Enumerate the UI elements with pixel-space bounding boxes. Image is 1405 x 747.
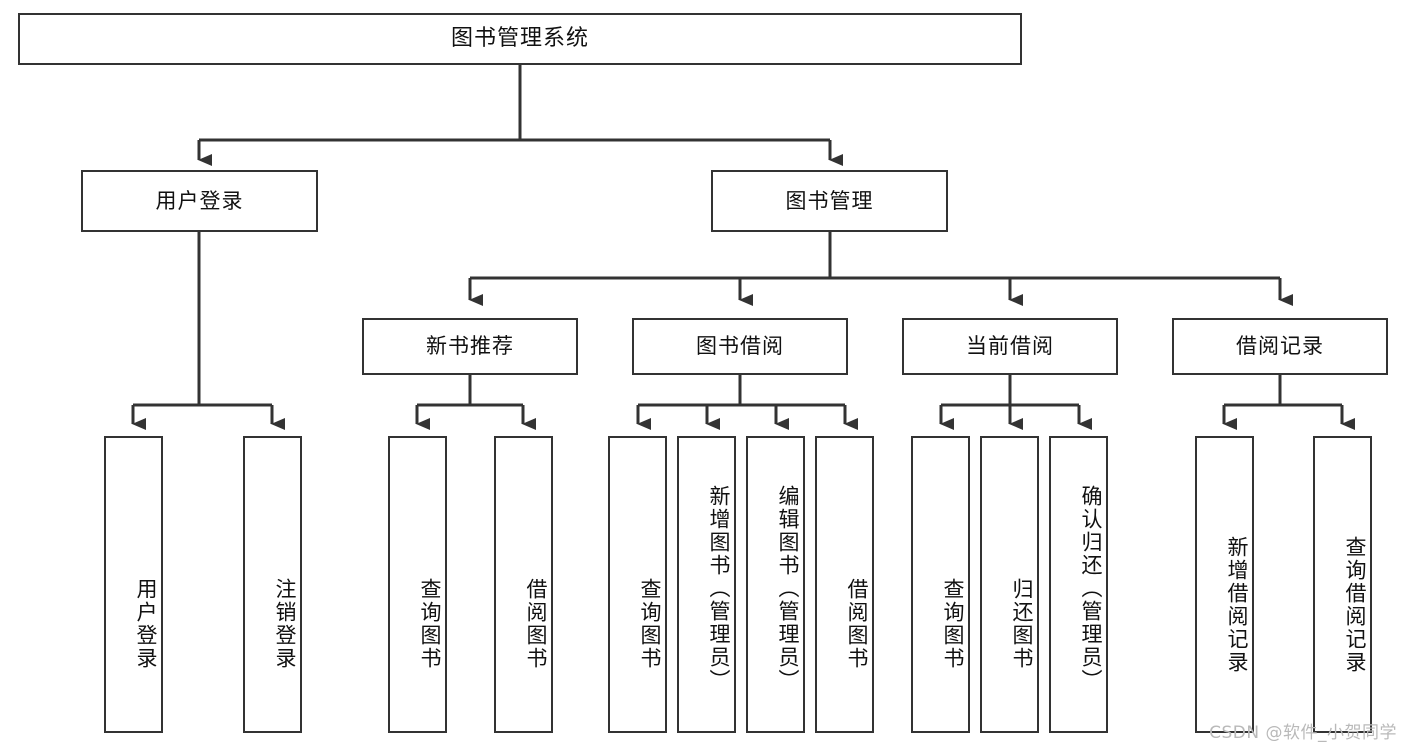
node-label: 新增借阅记录 [1225,535,1249,674]
leaf-user-login-logout[interactable]: 注销登录 [243,436,302,733]
leaf-user-login-login[interactable]: 用户登录 [104,436,163,733]
node-label: 借阅图书 [845,577,869,670]
node-label: 归还图书 [1010,577,1034,670]
leaf-book-borrow-borrow-book[interactable]: 借阅图书 [815,436,874,733]
node-book-borrow[interactable]: 图书借阅 [632,318,848,375]
leaf-current-borrow-query-book[interactable]: 查询图书 [911,436,970,733]
node-current-borrow[interactable]: 当前借阅 [902,318,1118,375]
node-label: 新书推荐 [426,334,514,359]
leaf-new-book-query-book[interactable]: 查询图书 [388,436,447,733]
leaf-book-borrow-edit-book-admin[interactable]: 编辑图书（管理员） [746,436,805,733]
node-label: 用户登录 [155,188,244,213]
node-label: 借阅记录 [1236,334,1324,359]
node-book-management[interactable]: 图书管理 [711,170,948,232]
node-user-login[interactable]: 用户登录 [81,170,318,232]
node-label: 注销登录 [273,577,297,670]
leaf-new-book-borrow-book[interactable]: 借阅图书 [494,436,553,733]
node-new-book-recommend[interactable]: 新书推荐 [362,318,578,375]
node-label: 编辑图书（管理员） [776,485,800,692]
leaf-borrow-record-query-record[interactable]: 查询借阅记录 [1313,436,1372,733]
node-label: 当前借阅 [966,334,1054,359]
node-root-book-management-system[interactable]: 图书管理系统 [18,13,1022,65]
node-label: 图书管理 [785,188,874,213]
node-label: 查询图书 [941,577,965,670]
leaf-current-borrow-return-book[interactable]: 归还图书 [980,436,1039,733]
node-label: 图书借阅 [696,334,784,359]
node-borrow-record[interactable]: 借阅记录 [1172,318,1388,375]
node-label: 查询图书 [418,577,442,670]
leaf-current-borrow-confirm-return-admin[interactable]: 确认归还（管理员） [1049,436,1108,733]
node-label: 借阅图书 [524,577,548,670]
watermark-text: CSDN @软件_小贺同学 [1209,723,1397,743]
leaf-book-borrow-add-book-admin[interactable]: 新增图书（管理员） [677,436,736,733]
node-label: 查询借阅记录 [1343,535,1367,674]
leaf-book-borrow-query-book[interactable]: 查询图书 [608,436,667,733]
node-label: 确认归还（管理员） [1079,485,1103,692]
leaf-borrow-record-add-record[interactable]: 新增借阅记录 [1195,436,1254,733]
node-label: 图书管理系统 [450,26,589,52]
node-label: 用户登录 [134,577,158,670]
node-label: 查询图书 [638,577,662,670]
node-label: 新增图书（管理员） [707,485,731,692]
